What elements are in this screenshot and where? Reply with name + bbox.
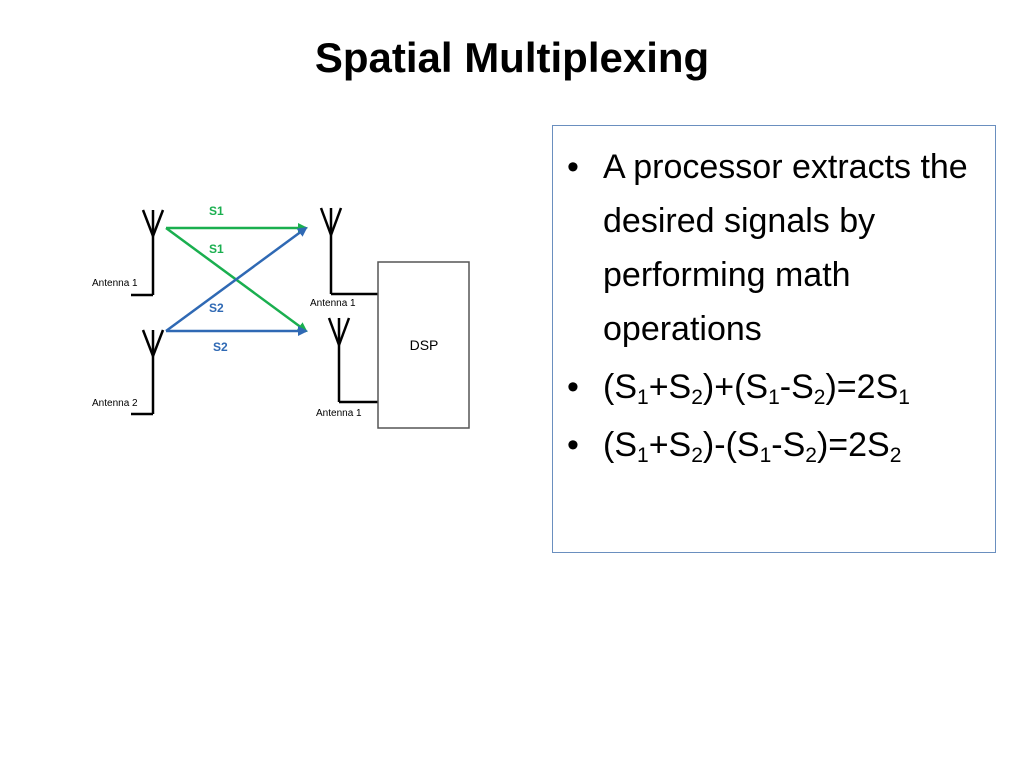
dsp-label: DSP bbox=[410, 337, 439, 353]
bullet-item-processor: • A processor extracts the desired signa… bbox=[563, 140, 987, 356]
rx-antenna-2-label: Antenna 1 bbox=[316, 408, 362, 419]
bullet-item-equation-difference: • (S1+S2)-(S1-S2)=2S2 bbox=[563, 418, 987, 472]
bullet-marker: • bbox=[567, 426, 579, 464]
bullet-marker: • bbox=[567, 148, 579, 186]
rx-antenna-1-icon bbox=[319, 207, 378, 296]
signal-label-s1-direct: S1 bbox=[209, 204, 224, 218]
signal-label-s2-cross: S2 bbox=[209, 301, 224, 315]
bullet-item-equation-sum: • (S1+S2)+(S1-S2)=2S1 bbox=[563, 360, 987, 414]
dsp-box bbox=[377, 261, 470, 429]
equation-difference: (S1+S2)-(S1-S2)=2S2 bbox=[603, 426, 902, 467]
bullet-text: A processor extracts the desired signals… bbox=[603, 148, 968, 348]
tx-antenna-2-label: Antenna 2 bbox=[92, 398, 138, 409]
signal-path-s2-cross bbox=[165, 226, 308, 333]
bullet-text-box: • A processor extracts the desired signa… bbox=[552, 125, 996, 553]
bullet-marker: • bbox=[567, 368, 579, 406]
equation-sum: (S1+S2)+(S1-S2)=2S1 bbox=[603, 368, 910, 409]
signal-label-s1-cross: S1 bbox=[209, 242, 224, 256]
slide-title: Spatial Multiplexing bbox=[314, 34, 710, 81]
signal-label-s2-direct: S2 bbox=[213, 340, 228, 354]
tx-antenna-1-icon bbox=[131, 209, 165, 297]
rx-antenna-2-icon bbox=[327, 317, 378, 404]
rx-antenna-1-label: Antenna 1 bbox=[310, 298, 356, 309]
tx-antenna-2-icon bbox=[131, 329, 165, 416]
tx-antenna-1-label: Antenna 1 bbox=[92, 278, 138, 289]
bullet-list: • A processor extracts the desired signa… bbox=[563, 140, 987, 476]
